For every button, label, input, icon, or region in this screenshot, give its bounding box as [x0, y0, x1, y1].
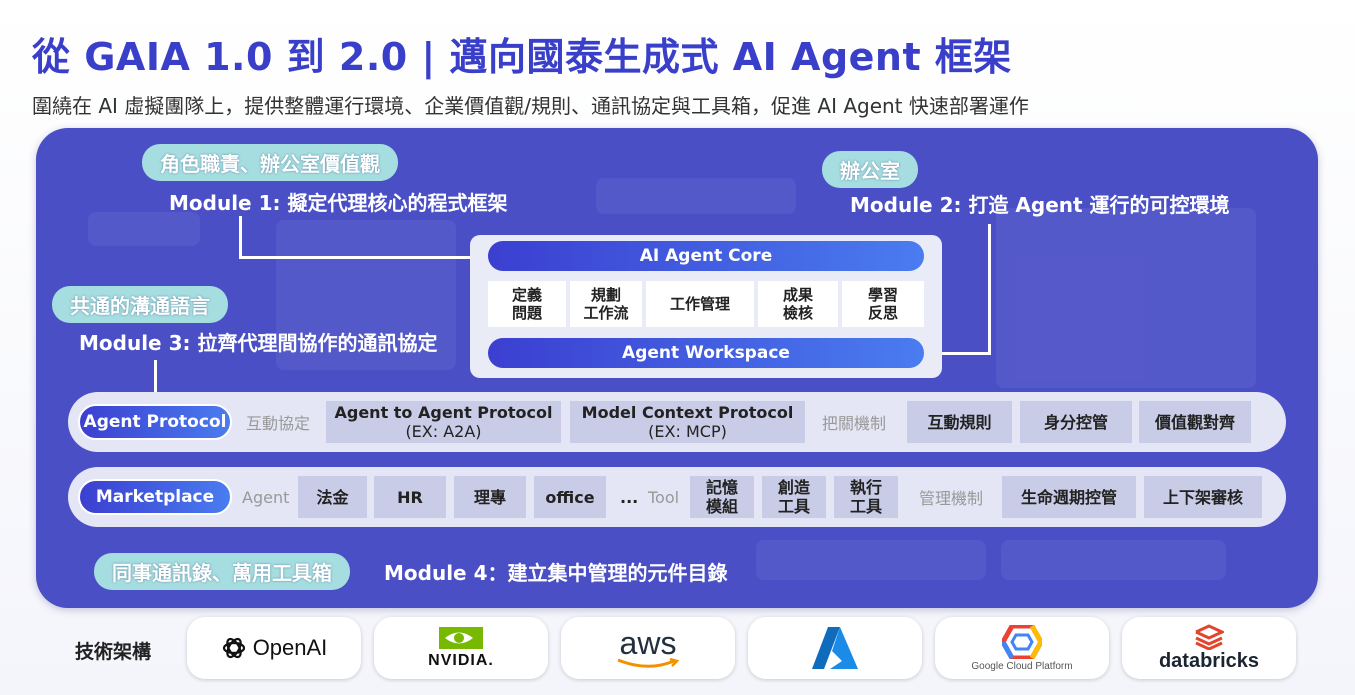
mcp-protocol-example: (EX: MCP) [648, 422, 727, 441]
nvidia-logo-text: NVIDIA. [428, 651, 494, 669]
aws-smile-icon [617, 658, 680, 668]
value-alignment-cell: 價值觀對齊 [1139, 401, 1251, 443]
interaction-rules-cell: 互動規則 [907, 401, 1012, 443]
connector-line [154, 360, 157, 392]
mcp-protocol-cell: Model Context Protocol (EX: MCP) [570, 401, 805, 443]
module4-title: Module 4：建立集中管理的元件目錄 [384, 561, 728, 585]
gcp-logo-text: Google Cloud Platform [971, 660, 1073, 672]
agent-protocol-pill: Agent Protocol [78, 404, 232, 440]
marketplace-pill: Marketplace [78, 479, 232, 515]
module3-title: Module 3: 拉齊代理間協作的通訊協定 [79, 331, 438, 355]
agent-workspace-bar: Agent Workspace [488, 338, 924, 368]
a2a-protocol-cell: Agent to Agent Protocol (EX: A2A) [326, 401, 561, 443]
identity-control-cell: 身分控管 [1020, 401, 1132, 443]
module2-tag: 辦公室 [822, 151, 918, 188]
agent-item: HR [374, 476, 446, 518]
listing-review-cell: 上下架審核 [1144, 476, 1262, 518]
module2-title: Module 2: 打造 Agent 運行的可控環境 [850, 193, 1230, 217]
agent-core-bar: AI Agent Core [488, 241, 924, 271]
lifecycle-control-cell: 生命週期控管 [1002, 476, 1136, 518]
module1-tag: 角色職責、辦公室價值觀 [142, 144, 398, 181]
tech-stack-label: 技術架構 [75, 641, 152, 663]
openai-logo-card: OpenAI [187, 617, 361, 679]
agent-item: 理專 [454, 476, 526, 518]
agent-item: office [534, 476, 606, 518]
databricks-logo-text: databricks [1158, 649, 1260, 672]
gcp-hexagon-icon [1002, 624, 1042, 659]
ghost-block [88, 212, 200, 246]
connector-line [988, 224, 991, 354]
module3-tag: 共通的溝通語言 [52, 286, 228, 323]
databricks-logo-card: databricks [1122, 617, 1296, 679]
agent-label: Agent [242, 487, 290, 507]
core-cell-reflect: 學習 反思 [842, 281, 924, 327]
agent-item: 法金 [298, 476, 367, 518]
module4-tag: 同事通訊錄、萬用工具箱 [94, 553, 350, 590]
interaction-protocol-label: 互動協定 [246, 414, 311, 433]
core-cell-plan: 規劃 工作流 [570, 281, 642, 327]
aws-logo-card: aws [561, 617, 735, 679]
databricks-icon [1195, 623, 1224, 650]
a2a-protocol-title: Agent to Agent Protocol [334, 403, 553, 422]
mcp-protocol-title: Model Context Protocol [581, 403, 794, 422]
management-label: 管理機制 [919, 489, 984, 508]
tool-label: Tool [648, 487, 680, 507]
gcp-logo-card: Google Cloud Platform [935, 617, 1109, 679]
azure-logo-card [748, 617, 922, 679]
page-subtitle: 圍繞在 AI 虛擬團隊上，提供整體運行環境、企業價值觀/規則、通訊協定與工具箱，… [32, 94, 1029, 118]
more-agents-ellipsis: ... [620, 487, 639, 507]
tool-item: 記憶 模組 [690, 476, 754, 518]
nvidia-logo-card: NVIDIA. [374, 617, 548, 679]
page-title: 從 GAIA 1.0 到 2.0 | 邁向國泰生成式 AI Agent 框架 [32, 35, 1012, 79]
ghost-block [996, 208, 1256, 388]
ghost-block [1001, 540, 1226, 580]
marketplace-row: Marketplace Agent 法金 HR 理專 office ... To… [68, 467, 1286, 527]
core-cell-define: 定義 問題 [488, 281, 566, 327]
aws-logo-text: aws [619, 625, 677, 661]
architecture-panel: 角色職責、辦公室價值觀 Module 1: 擬定代理核心的程式框架 辦公室 Mo… [36, 128, 1318, 608]
azure-icon [812, 627, 858, 669]
connector-line [239, 216, 242, 258]
a2a-protocol-example: (EX: A2A) [405, 422, 482, 441]
core-cell-manage: 工作管理 [646, 281, 754, 327]
ghost-block [756, 540, 986, 580]
agent-core-box: AI Agent Core 定義 問題 規劃 工作流 工作管理 成果 檢核 學習… [470, 235, 942, 378]
module1-title: Module 1: 擬定代理核心的程式框架 [169, 191, 508, 215]
tool-item: 創造 工具 [762, 476, 826, 518]
tool-item: 執行 工具 [834, 476, 898, 518]
core-cell-review: 成果 檢核 [758, 281, 838, 327]
connector-line [942, 352, 991, 355]
openai-icon [222, 637, 245, 659]
nvidia-eye-icon [439, 626, 483, 649]
ghost-block [596, 178, 796, 214]
openai-logo-text: OpenAI [252, 635, 328, 660]
agent-protocol-row: Agent Protocol 互動協定 Agent to Agent Proto… [68, 392, 1286, 452]
connector-line [239, 256, 471, 259]
gatekeeping-label: 把關機制 [822, 414, 887, 433]
ghost-block [276, 220, 456, 370]
